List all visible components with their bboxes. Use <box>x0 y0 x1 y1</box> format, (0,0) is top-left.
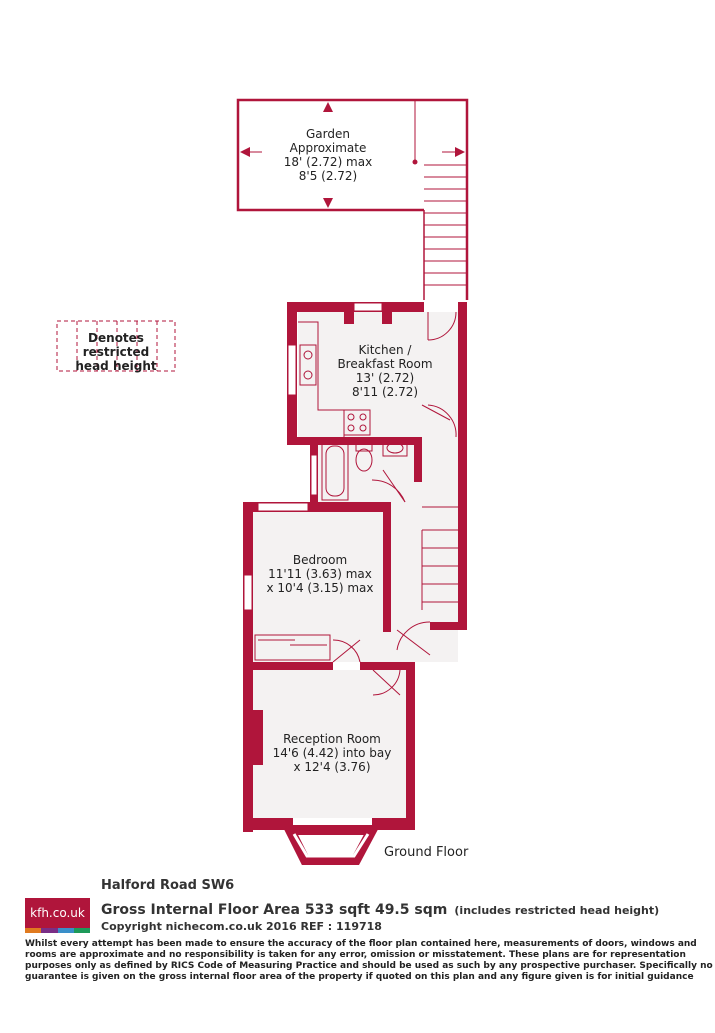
reception-name: Reception Room <box>283 732 381 746</box>
reception-label: Reception Room 14'6 (4.42) into bay x 12… <box>262 732 402 774</box>
legend-swatch <box>56 320 176 372</box>
bedroom-dim1: 11'11 (3.63) max <box>268 567 372 581</box>
floor-name: Ground Floor <box>384 845 469 860</box>
legend-line1: Denotes restricted <box>82 331 150 359</box>
dimension-arrows <box>240 102 465 208</box>
logo-stripe-blue <box>57 928 74 933</box>
bedroom-label: Bedroom 11'11 (3.63) max x 10'4 (3.15) m… <box>260 553 380 595</box>
reception-dim2: x 12'4 (3.76) <box>293 760 371 774</box>
garden-label: Garden Approximate 18' (2.72) max 8'5 (2… <box>268 127 388 183</box>
kitchen-subtitle: Breakfast Room <box>337 357 433 371</box>
kitchen-label: Kitchen / Breakfast Room 13' (2.72) 8'11… <box>320 343 450 399</box>
windows <box>243 302 383 611</box>
legend-line2: head height <box>75 359 157 373</box>
garden-stairs <box>424 164 467 286</box>
garden-dim1: 18' (2.72) max <box>283 155 373 169</box>
bay-window <box>281 825 381 865</box>
doors <box>332 311 457 696</box>
kitchen-fixtures <box>298 321 371 437</box>
logo-stripes <box>25 928 90 933</box>
copyright: Copyright nichecom.co.uk 2016 REF : 1197… <box>101 920 382 933</box>
floor-area-line: Gross Internal Floor Area 533 sqft 49.5 … <box>101 899 659 918</box>
disclaimer: Whilst every attempt has been made to en… <box>25 939 713 982</box>
garden-subtitle: Approximate <box>289 141 367 155</box>
garden-dim2: 8'5 (2.72) <box>298 169 358 183</box>
reception-dim1: 14'6 (4.42) into bay <box>272 746 392 760</box>
kitchen-name: Kitchen / <box>358 343 412 357</box>
property-address: Halford Road SW6 <box>101 878 235 893</box>
logo-stripe-purple <box>41 928 58 933</box>
kitchen-dim1: 13' (2.72) <box>355 371 415 385</box>
logo-stripe-orange <box>25 928 42 933</box>
kitchen-dim2: 8'11 (2.72) <box>351 385 419 399</box>
bedroom-wardrobe <box>254 634 331 661</box>
logo-stripe-green <box>73 928 90 933</box>
floor-area: Gross Internal Floor Area 533 sqft 49.5 … <box>101 902 448 918</box>
kfh-logo: kfh.co.uk <box>25 898 90 928</box>
hallway-stairs <box>421 506 458 610</box>
bedroom-name: Bedroom <box>292 553 348 567</box>
garden-area <box>236 98 469 300</box>
floor-area-note: (includes restricted head height) <box>454 904 660 917</box>
bathroom-fixtures <box>321 439 408 501</box>
legend-text: Denotes restricted head height <box>57 331 175 373</box>
bedroom-dim2: x 10'4 (3.15) max <box>266 581 374 595</box>
garden-name: Garden <box>306 127 350 141</box>
